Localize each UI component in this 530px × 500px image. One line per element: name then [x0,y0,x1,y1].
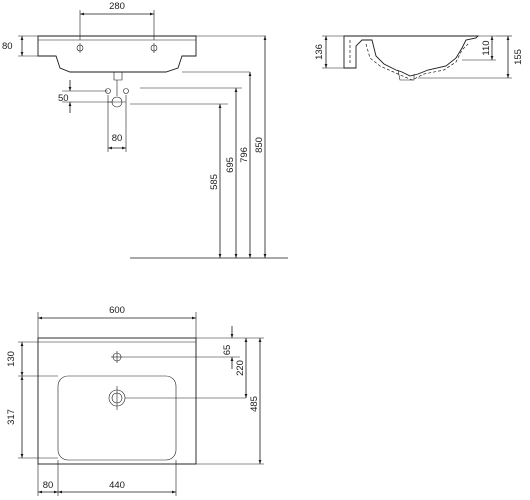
dim-rim-height: 80 [2,41,13,52]
dim-side-margin: 80 [43,480,54,491]
dim-overall-depth: 485 [249,396,260,412]
waste-pipe [113,72,123,81]
side-view: 136 110 155 [314,35,524,81]
dim-height-585: 585 [209,174,220,190]
dim-bowl-length: 317 [6,409,17,425]
dim-drain-offset: 220 [235,360,246,376]
basin-front-outline [37,35,197,73]
waste-trap-right-icon [123,88,129,94]
dim-height-850: 850 [254,137,265,153]
dim-bowl-width: 440 [109,480,125,491]
dim-back-margin: 130 [6,351,17,367]
dim-waste-width: 80 [112,133,123,144]
basin-side-inner [349,40,469,81]
dim-tap-hole-offset: 65 [222,345,233,356]
top-view: 600 130 317 80 440 65 220 485 [6,305,264,496]
dim-depth-155: 155 [513,49,524,65]
dim-overall-width: 600 [109,305,125,316]
dim-depth-136: 136 [314,44,325,60]
basin-side-outline [343,35,480,77]
dim-tap-spacing: 280 [109,1,125,12]
dim-waste-offset: 50 [58,93,69,104]
front-view: 280 80 50 80 585 695 796 850 [2,1,288,259]
dim-height-695: 695 [225,157,236,173]
basin-bowl [57,375,177,461]
dim-depth-110: 110 [481,40,492,55]
dim-height-796: 796 [239,147,250,163]
